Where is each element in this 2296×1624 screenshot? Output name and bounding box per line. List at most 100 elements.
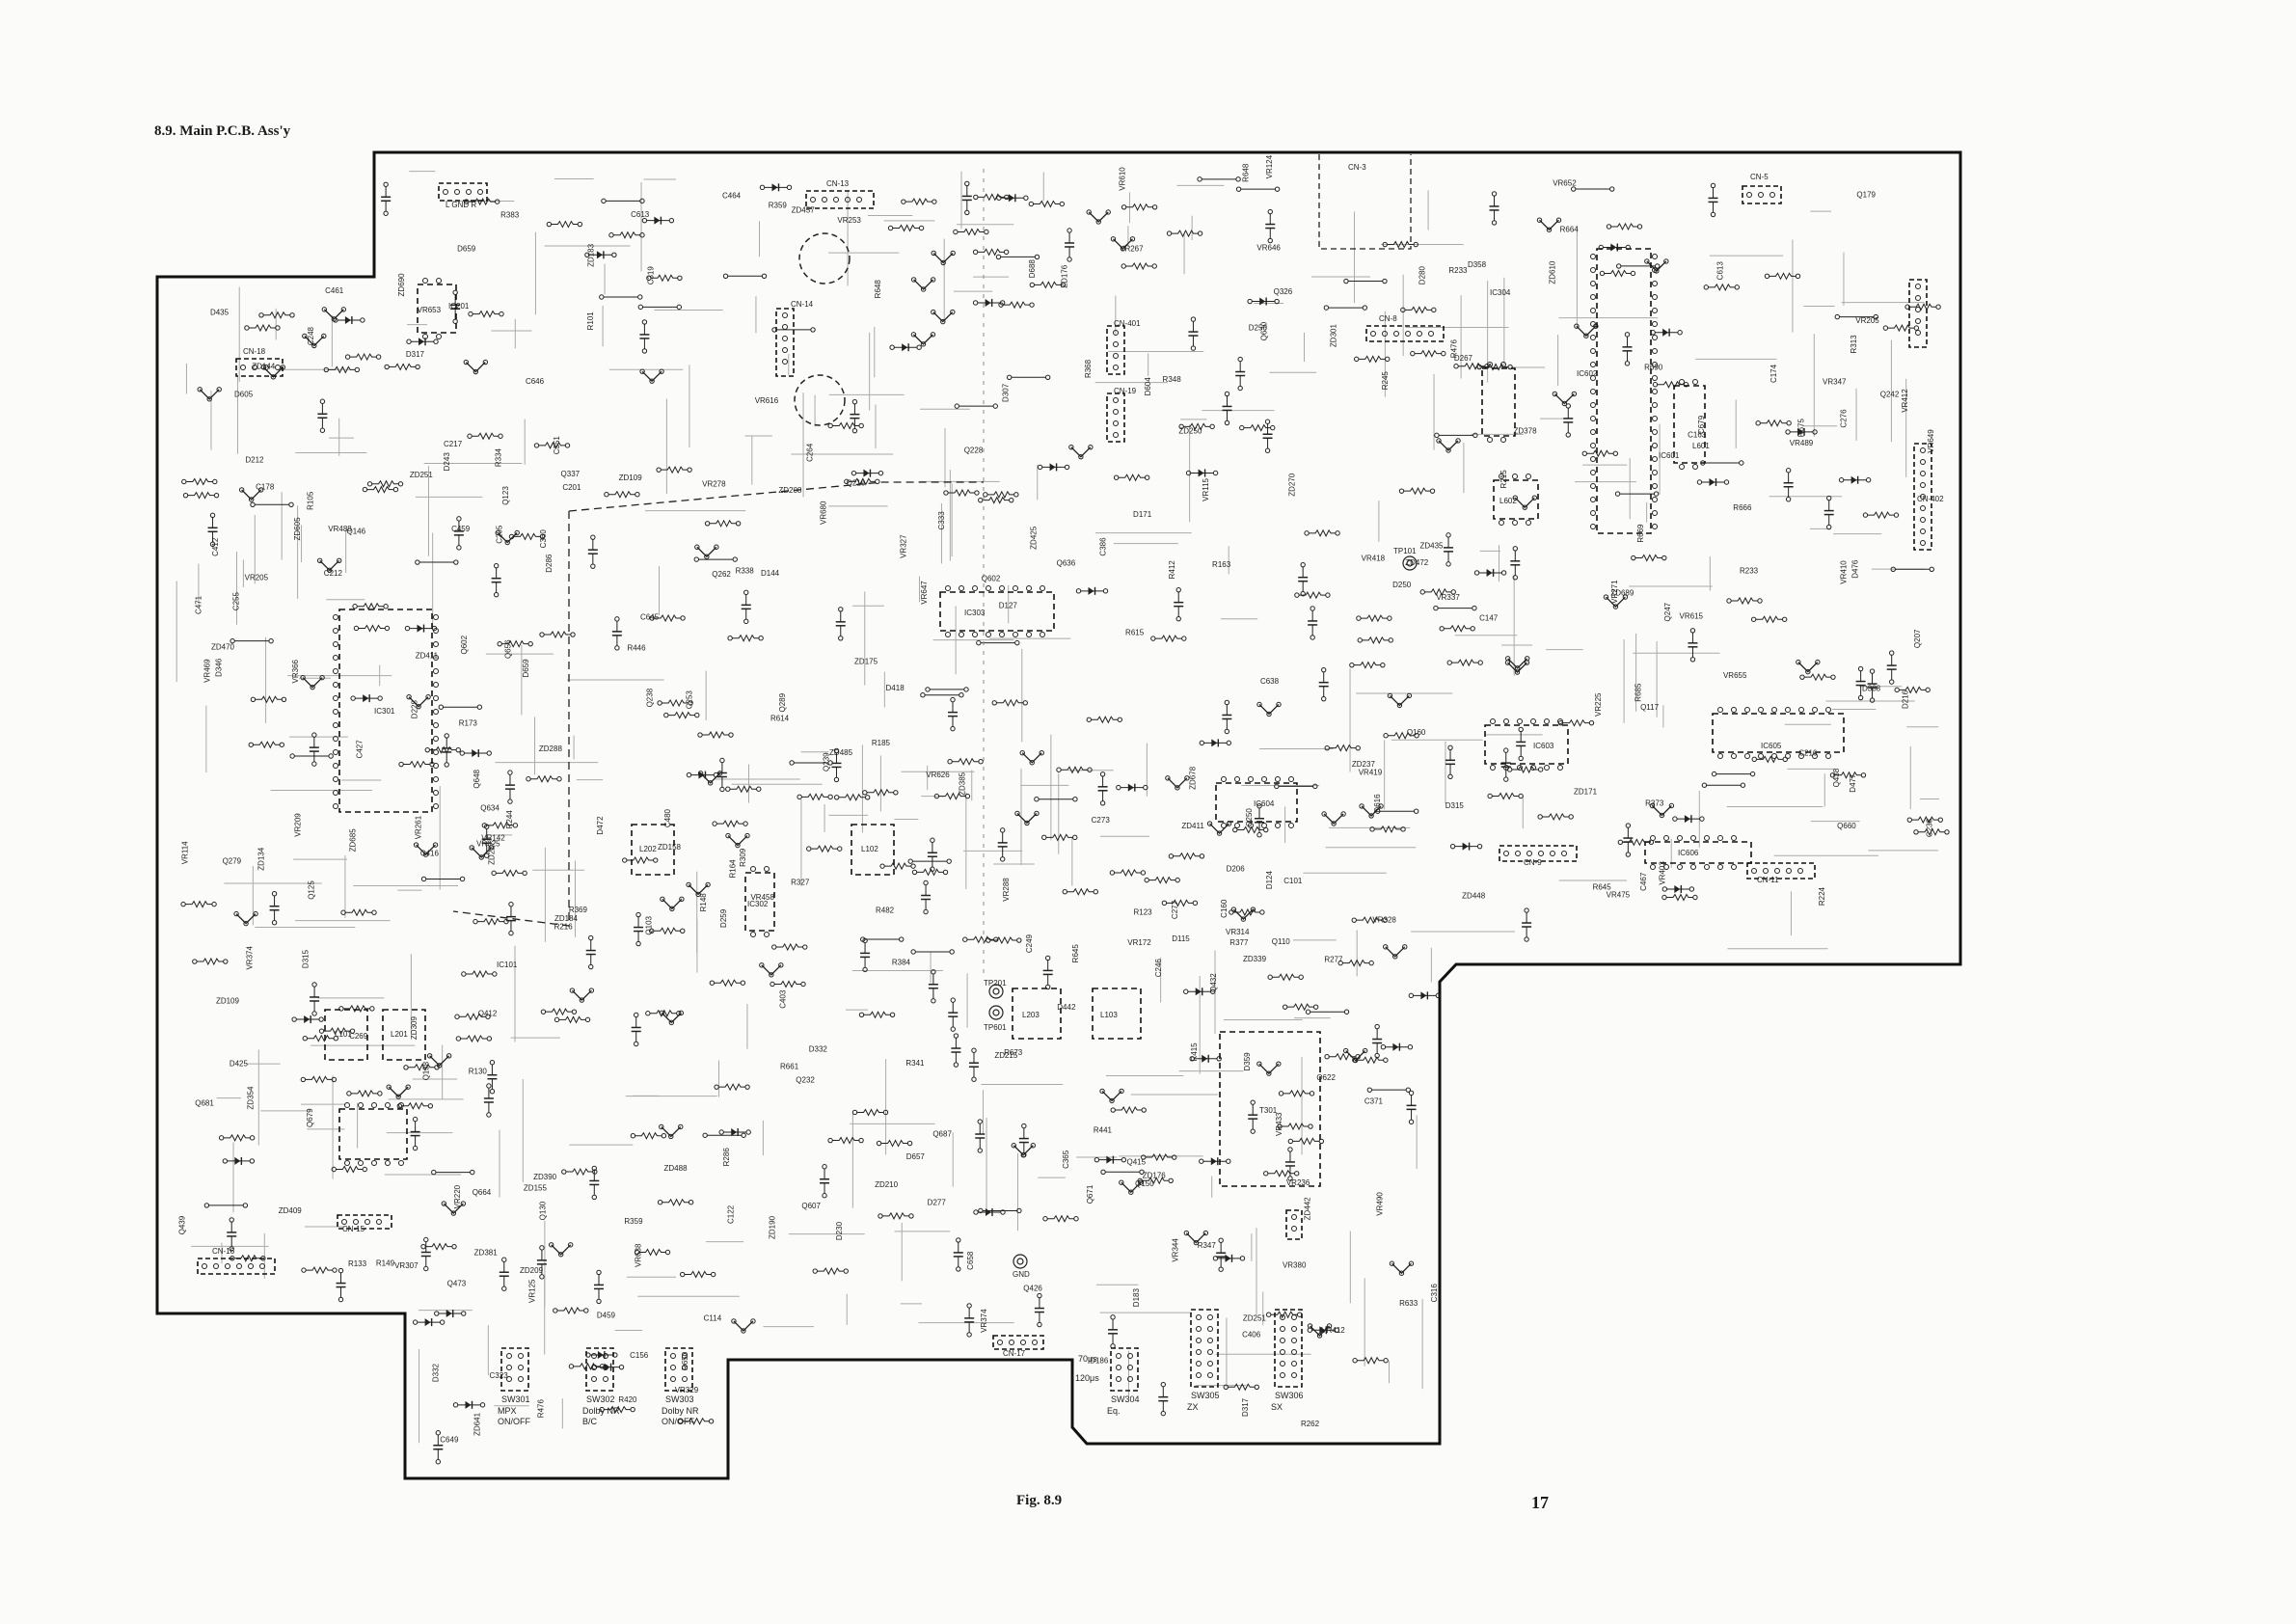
svg-text:ZD215: ZD215: [994, 1051, 1018, 1060]
svg-text:CN-5: CN-5: [1750, 173, 1769, 181]
svg-text:ZD227: ZD227: [488, 841, 497, 865]
svg-text:Q664: Q664: [473, 1188, 492, 1197]
svg-text:VR261: VR261: [415, 815, 423, 839]
svg-text:VR652: VR652: [1553, 178, 1577, 187]
svg-text:D346: D346: [215, 658, 224, 677]
svg-text:120μs: 120μs: [1075, 1373, 1099, 1383]
svg-text:R645: R645: [1593, 882, 1612, 891]
svg-text:Q656: Q656: [504, 639, 513, 659]
svg-text:ZD678: ZD678: [1188, 766, 1197, 790]
svg-text:R262: R262: [1301, 1420, 1320, 1428]
svg-text:R359: R359: [624, 1217, 643, 1226]
svg-text:VR610: VR610: [1118, 167, 1126, 191]
svg-text:R277: R277: [1324, 956, 1343, 964]
svg-text:C249: C249: [1025, 934, 1034, 953]
svg-text:D315: D315: [302, 949, 311, 968]
svg-text:D657: D657: [906, 1152, 926, 1161]
svg-text:D186: D186: [1090, 1356, 1109, 1365]
svg-text:VR653: VR653: [418, 306, 442, 314]
svg-text:D332: D332: [431, 1363, 440, 1382]
svg-text:SW306: SW306: [1275, 1391, 1304, 1400]
svg-text:R441: R441: [1094, 1125, 1113, 1134]
svg-text:D183: D183: [1132, 1288, 1141, 1308]
svg-text:C480: C480: [663, 808, 672, 827]
svg-text:ZD470: ZD470: [211, 643, 235, 652]
svg-text:R412: R412: [1168, 560, 1176, 580]
svg-text:Q247: Q247: [1663, 602, 1672, 621]
svg-text:R615: R615: [1125, 629, 1145, 637]
svg-text:ZD339: ZD339: [1243, 955, 1267, 963]
svg-text:VR205: VR205: [1855, 316, 1879, 325]
svg-text:C386: C386: [1099, 537, 1108, 556]
svg-text:D230: D230: [835, 1221, 844, 1240]
svg-text:R675: R675: [1797, 419, 1806, 438]
svg-text:ZD411: ZD411: [1181, 822, 1204, 830]
svg-text:Q279: Q279: [223, 856, 242, 865]
svg-text:R215: R215: [1499, 470, 1508, 489]
svg-text:C178: C178: [256, 483, 275, 492]
svg-text:C403: C403: [778, 989, 787, 1009]
svg-text:ZD448: ZD448: [1462, 891, 1486, 900]
svg-text:VR329: VR329: [675, 1386, 699, 1394]
svg-text:Q228: Q228: [964, 446, 984, 454]
svg-text:C253: C253: [686, 690, 694, 710]
svg-text:R648: R648: [874, 280, 882, 299]
svg-text:D459: D459: [597, 1311, 616, 1319]
svg-text:B/C: B/C: [582, 1417, 598, 1426]
svg-text:Q426: Q426: [1023, 1284, 1042, 1292]
svg-text:Q671: Q671: [1086, 1184, 1094, 1204]
svg-text:R185: R185: [872, 739, 891, 747]
svg-text:VR288: VR288: [1002, 878, 1011, 902]
svg-text:ZD301: ZD301: [1330, 324, 1338, 348]
svg-text:T301: T301: [1259, 1106, 1278, 1115]
svg-text:Q125: Q125: [307, 880, 315, 900]
svg-text:R482: R482: [876, 907, 895, 915]
svg-text:Q130: Q130: [539, 1201, 548, 1220]
svg-text:R327: R327: [791, 879, 810, 887]
figure-caption: Fig. 8.9: [1016, 1493, 1063, 1508]
svg-text:VR307: VR307: [394, 1261, 419, 1270]
svg-text:D605: D605: [234, 390, 254, 398]
svg-text:ZD209: ZD209: [520, 1266, 544, 1275]
svg-text:C406: C406: [1242, 1331, 1261, 1340]
svg-text:Q232: Q232: [796, 1075, 815, 1084]
svg-text:Q622: Q622: [1316, 1073, 1336, 1082]
svg-text:R338: R338: [736, 567, 755, 576]
svg-text:L202: L202: [639, 845, 657, 853]
svg-text:ZD109: ZD109: [619, 474, 643, 482]
svg-text:VR337: VR337: [1436, 593, 1460, 602]
svg-text:C412: C412: [211, 537, 220, 556]
svg-text:Q660: Q660: [1837, 822, 1856, 830]
svg-text:VR325: VR325: [476, 839, 500, 848]
svg-text:R173: R173: [459, 719, 478, 728]
svg-text:Q634: Q634: [480, 803, 500, 812]
svg-text:VR344: VR344: [1172, 1238, 1180, 1262]
svg-text:R105: R105: [306, 491, 314, 510]
svg-text:IC304: IC304: [1490, 288, 1511, 297]
svg-text:C371: C371: [1364, 1097, 1384, 1106]
svg-text:C461: C461: [325, 286, 344, 295]
svg-text:VR314: VR314: [1226, 928, 1250, 936]
svg-text:IC605: IC605: [1761, 742, 1782, 750]
svg-text:VR469: VR469: [203, 659, 211, 683]
svg-text:R614: R614: [770, 714, 790, 722]
svg-text:C246: C246: [1154, 959, 1163, 978]
svg-text:CN-15: CN-15: [342, 1225, 365, 1233]
svg-text:R244: R244: [505, 810, 514, 829]
svg-text:VR458: VR458: [750, 893, 774, 902]
svg-text:VR649: VR649: [1927, 429, 1935, 453]
svg-text:C351: C351: [553, 436, 561, 455]
svg-text:R661: R661: [780, 1062, 799, 1070]
svg-text:R148: R148: [699, 893, 708, 912]
svg-text:R348: R348: [1163, 375, 1182, 384]
svg-text:R233: R233: [1740, 566, 1759, 575]
svg-text:VR172: VR172: [1127, 938, 1151, 947]
svg-text:D688: D688: [1028, 259, 1037, 279]
svg-text:C276: C276: [1840, 409, 1849, 428]
svg-text:VR419: VR419: [1359, 768, 1383, 776]
svg-text:VR347: VR347: [1823, 378, 1847, 387]
svg-text:VR328: VR328: [1372, 916, 1396, 925]
svg-text:C163: C163: [1688, 430, 1707, 439]
svg-text:ZD288: ZD288: [539, 744, 563, 753]
svg-text:ZD109: ZD109: [216, 997, 240, 1006]
